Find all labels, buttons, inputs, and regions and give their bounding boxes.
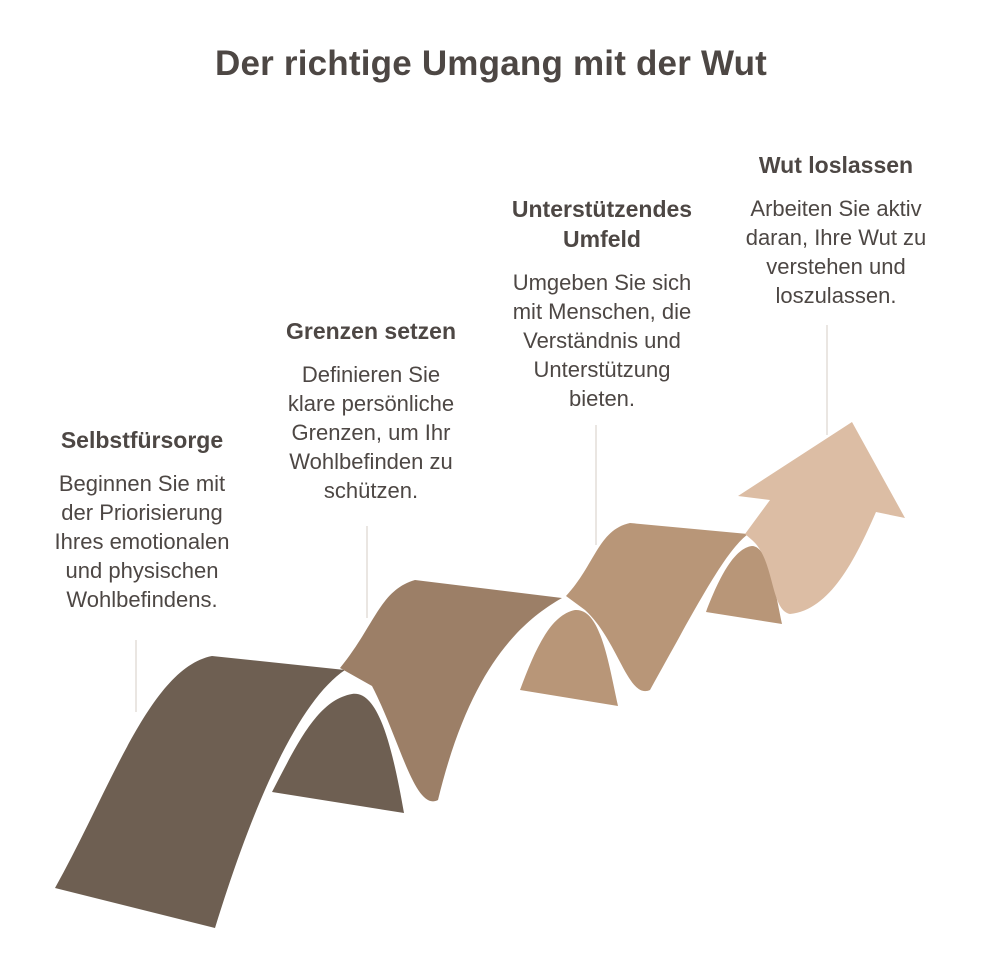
step-text-line: Verständnis und	[523, 328, 681, 353]
ribbon-segment-2	[340, 580, 562, 802]
step-text-line: Grenzen, um Ihr	[291, 420, 451, 445]
step-description: Arbeiten Sie aktiv daran, Ihre Wut zu ve…	[720, 194, 952, 310]
step-text-line: bieten.	[568, 386, 636, 411]
ribbon-fold-2	[520, 609, 618, 706]
step-text-line: schützen.	[323, 478, 419, 503]
step-heading-line: Umfeld	[563, 226, 641, 252]
step-heading: Unterstützendes Umfeld	[488, 194, 716, 254]
step-text-line: Beginnen Sie mit	[58, 471, 226, 496]
step-text-line: der Priorisierung	[61, 500, 223, 525]
step-description: Definieren Sie klare persönliche Grenzen…	[258, 360, 484, 505]
ribbon-arrow-head	[738, 422, 905, 614]
step-text-line: Wohlbefindens.	[66, 587, 218, 612]
ribbon-segment-3	[566, 523, 748, 692]
step-heading: Selbstfürsorge	[60, 427, 224, 453]
step-description: Beginnen Sie mit der Priorisierung Ihres…	[22, 469, 262, 614]
step-heading-line: Unterstützendes	[511, 196, 693, 222]
step-heading: Grenzen setzen	[286, 318, 456, 344]
ribbon-segment-1	[55, 656, 345, 928]
ribbon-fold-1	[272, 693, 404, 813]
step-wut-loslassen: Wut loslassen Arbeiten Sie aktiv daran, …	[720, 150, 952, 310]
step-text-line: loszulassen.	[775, 283, 897, 308]
step-text-line: Ihres emotionalen	[54, 529, 230, 554]
step-description: Umgeben Sie sich mit Menschen, die Verst…	[488, 268, 716, 413]
page-title: Der richtige Umgang mit der Wut	[215, 44, 767, 83]
step-text-line: Definieren Sie	[301, 362, 441, 387]
ribbon-fold-3	[706, 546, 782, 624]
step-text-line: verstehen und	[766, 254, 906, 279]
step-unterstuetzendes-umfeld: Unterstützendes Umfeld Umgeben Sie sich …	[488, 194, 716, 413]
step-heading: Wut loslassen	[758, 152, 914, 178]
step-text-line: Umgeben Sie sich	[512, 270, 692, 295]
step-text-line: daran, Ihre Wut zu	[745, 225, 927, 250]
step-text-line: Wohlbefinden zu	[289, 449, 453, 474]
step-text-line: mit Menschen, die	[512, 299, 692, 324]
step-text-line: und physischen	[65, 558, 219, 583]
step-selbstfuersorge: Selbstfürsorge Beginnen Sie mit der Prio…	[22, 425, 262, 614]
step-text-line: Unterstützung	[533, 357, 671, 382]
step-grenzen-setzen: Grenzen setzen Definieren Sie klare pers…	[258, 316, 484, 505]
step-text-line: klare persönliche	[287, 391, 455, 416]
step-text-line: Arbeiten Sie aktiv	[750, 196, 922, 221]
